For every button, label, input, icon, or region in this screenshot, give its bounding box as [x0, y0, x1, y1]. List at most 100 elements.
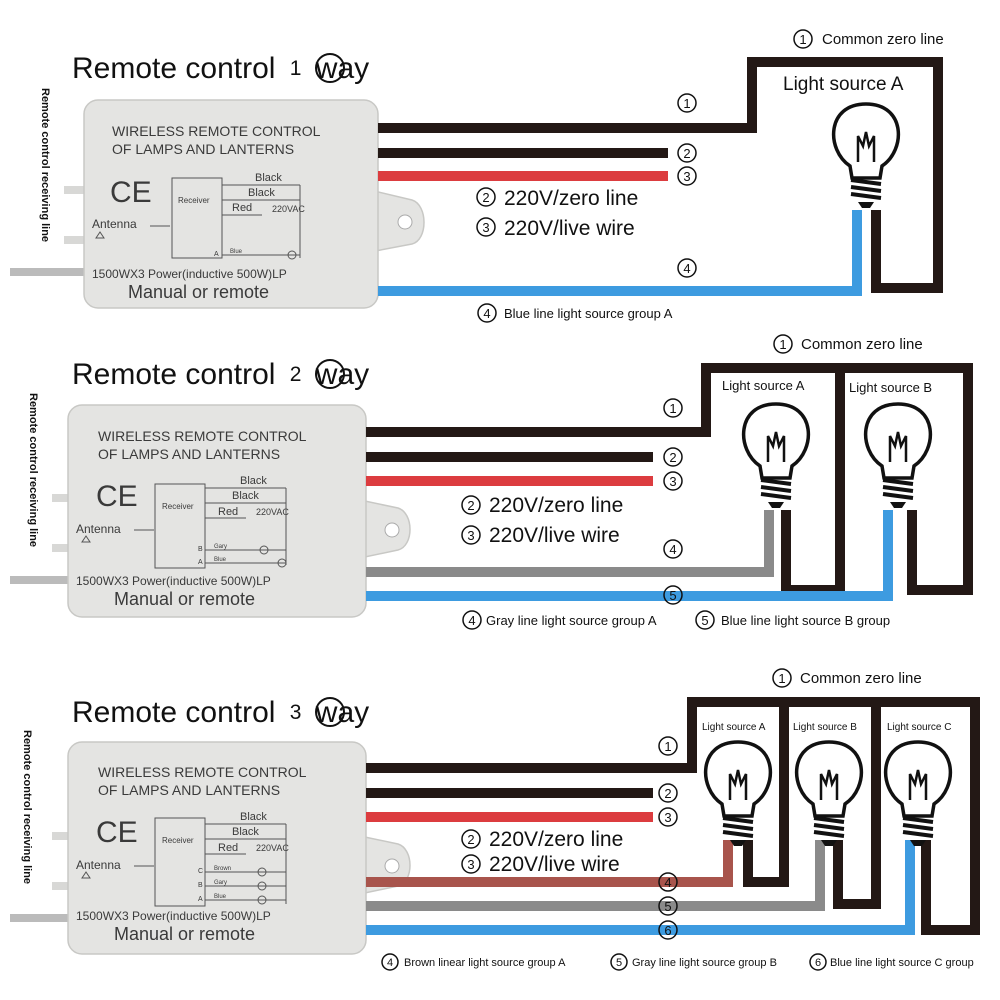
wire-gray-b [366, 840, 825, 911]
title-number-circle [315, 53, 345, 83]
svg-text:Antenna: Antenna [76, 858, 121, 872]
svg-text:Receiver: Receiver [162, 502, 194, 511]
device-mode: Manual or remote [128, 282, 269, 302]
zero-line-label: 220V/zero line [489, 494, 623, 517]
device-text-line2: OF LAMPS AND LANTERNS [112, 141, 294, 157]
title-number-circle [315, 697, 345, 727]
side-label: Remote control receiving line [39, 88, 51, 242]
antenna-label: Antenna [92, 217, 137, 231]
side-label: Remote control receiving line [27, 393, 39, 547]
svg-text:Antenna: Antenna [76, 522, 121, 536]
schem-black-1: Black [255, 172, 282, 184]
schem-lamp-icon [287, 250, 297, 260]
svg-text:C: C [198, 868, 203, 875]
controller-device: WIRELESS REMOTE CONTROL OF LAMPS AND LAN… [64, 99, 425, 309]
light-source-label: Light source A [722, 378, 805, 393]
ce-mark: CE [96, 816, 138, 849]
schem-lamp-icon [259, 545, 269, 555]
marker-common [793, 29, 813, 49]
marker-common [773, 334, 793, 354]
svg-text:3: 3 [467, 857, 474, 872]
svg-text:Gary: Gary [214, 544, 227, 550]
svg-text:Receiver: Receiver [162, 836, 194, 845]
schem-lamp-icon [257, 881, 267, 891]
svg-text:2: 2 [664, 786, 671, 801]
svg-text:4: 4 [683, 261, 690, 276]
svg-text:B: B [198, 882, 203, 889]
schem-blue: Blue [230, 249, 243, 255]
svg-text:Brown: Brown [214, 866, 231, 872]
svg-text:A: A [198, 896, 203, 903]
receiver-box [154, 817, 206, 907]
mount-hole [397, 214, 413, 230]
svg-text:Red: Red [218, 842, 238, 854]
svg-text:Black: Black [240, 811, 267, 823]
svg-text:6: 6 [815, 957, 821, 969]
marker-live [476, 217, 496, 237]
common-zero-label: Common zero line [800, 670, 922, 687]
legend-gray-b: Gray line light source group B [632, 957, 777, 969]
svg-text:1: 1 [778, 671, 785, 686]
number-markers: 1 2 3 4 5 [663, 398, 683, 605]
bulb-icon [794, 740, 864, 848]
device-body [67, 741, 367, 955]
schem-lamp-icon [277, 558, 287, 568]
svg-text:220VAC: 220VAC [256, 507, 289, 517]
svg-text:4: 4 [669, 542, 676, 557]
wire-common-zero-a [743, 702, 789, 887]
svg-text:Manual or remote: Manual or remote [114, 924, 255, 944]
light-source-label: Light source C [887, 722, 951, 733]
svg-text:4: 4 [483, 306, 490, 321]
svg-text:B: B [198, 546, 203, 553]
svg-text:1: 1 [779, 337, 786, 352]
svg-text:1: 1 [799, 32, 806, 47]
bulb-icon [703, 740, 773, 848]
mount-ear [369, 189, 425, 253]
svg-text:5: 5 [616, 957, 622, 969]
svg-text:1: 1 [683, 96, 690, 111]
svg-text:2: 2 [482, 190, 489, 205]
antenna-icon [81, 529, 154, 543]
bulb-icon [863, 402, 933, 510]
wire-common-zero [366, 697, 980, 935]
schem-lamp-icon [257, 895, 267, 905]
schem-black-2: Black [248, 187, 275, 199]
svg-text:A: A [198, 559, 203, 566]
schem-a: A [214, 251, 219, 258]
section-1: Remote control 1 way Remote control rece… [10, 29, 944, 323]
wire-blue-c [366, 840, 915, 935]
live-wire-label: 220V/live wire [489, 853, 620, 876]
svg-text:Red: Red [218, 506, 238, 518]
bulb-icon [831, 102, 901, 210]
device-tab [64, 236, 88, 244]
svg-text:3: 3 [482, 220, 489, 235]
svg-text:4: 4 [387, 957, 393, 969]
light-source-label: Light source A [702, 722, 766, 733]
schem-lines [222, 184, 301, 258]
svg-text:3: 3 [669, 474, 676, 489]
light-source-label: Light source B [793, 722, 857, 733]
marker-common [772, 668, 792, 688]
svg-text:2: 2 [467, 832, 474, 847]
legend-gray-a: Gray line light source group A [486, 613, 657, 628]
svg-text:3: 3 [683, 169, 690, 184]
ce-mark: CE [110, 176, 152, 209]
antenna-icon [81, 865, 154, 879]
legend-blue-b: Blue line light source B group [721, 613, 890, 628]
controller-device: WIRELESS REMOTE CONTROL OF LAMPS AND LAN… [52, 741, 411, 955]
schem-vac: 220VAC [272, 204, 305, 214]
svg-text:Black: Black [232, 490, 259, 502]
svg-text:2: 2 [467, 498, 474, 513]
svg-text:Gary: Gary [214, 880, 227, 886]
section-2: Remote control 2 way Remote control rece… [10, 334, 973, 630]
receiver-box [154, 483, 206, 569]
antenna-icon [95, 225, 170, 239]
svg-text:1500WX3 Power(inductive 500W)L: 1500WX3 Power(inductive 500W)LP [76, 574, 271, 588]
svg-text:Blue: Blue [214, 557, 227, 563]
svg-text:1: 1 [669, 401, 676, 416]
svg-text:WIRELESS REMOTE CONTROL: WIRELESS REMOTE CONTROL [98, 428, 307, 444]
svg-text:2: 2 [683, 146, 690, 161]
number-markers: 1 2 3 4 5 6 [658, 736, 678, 940]
